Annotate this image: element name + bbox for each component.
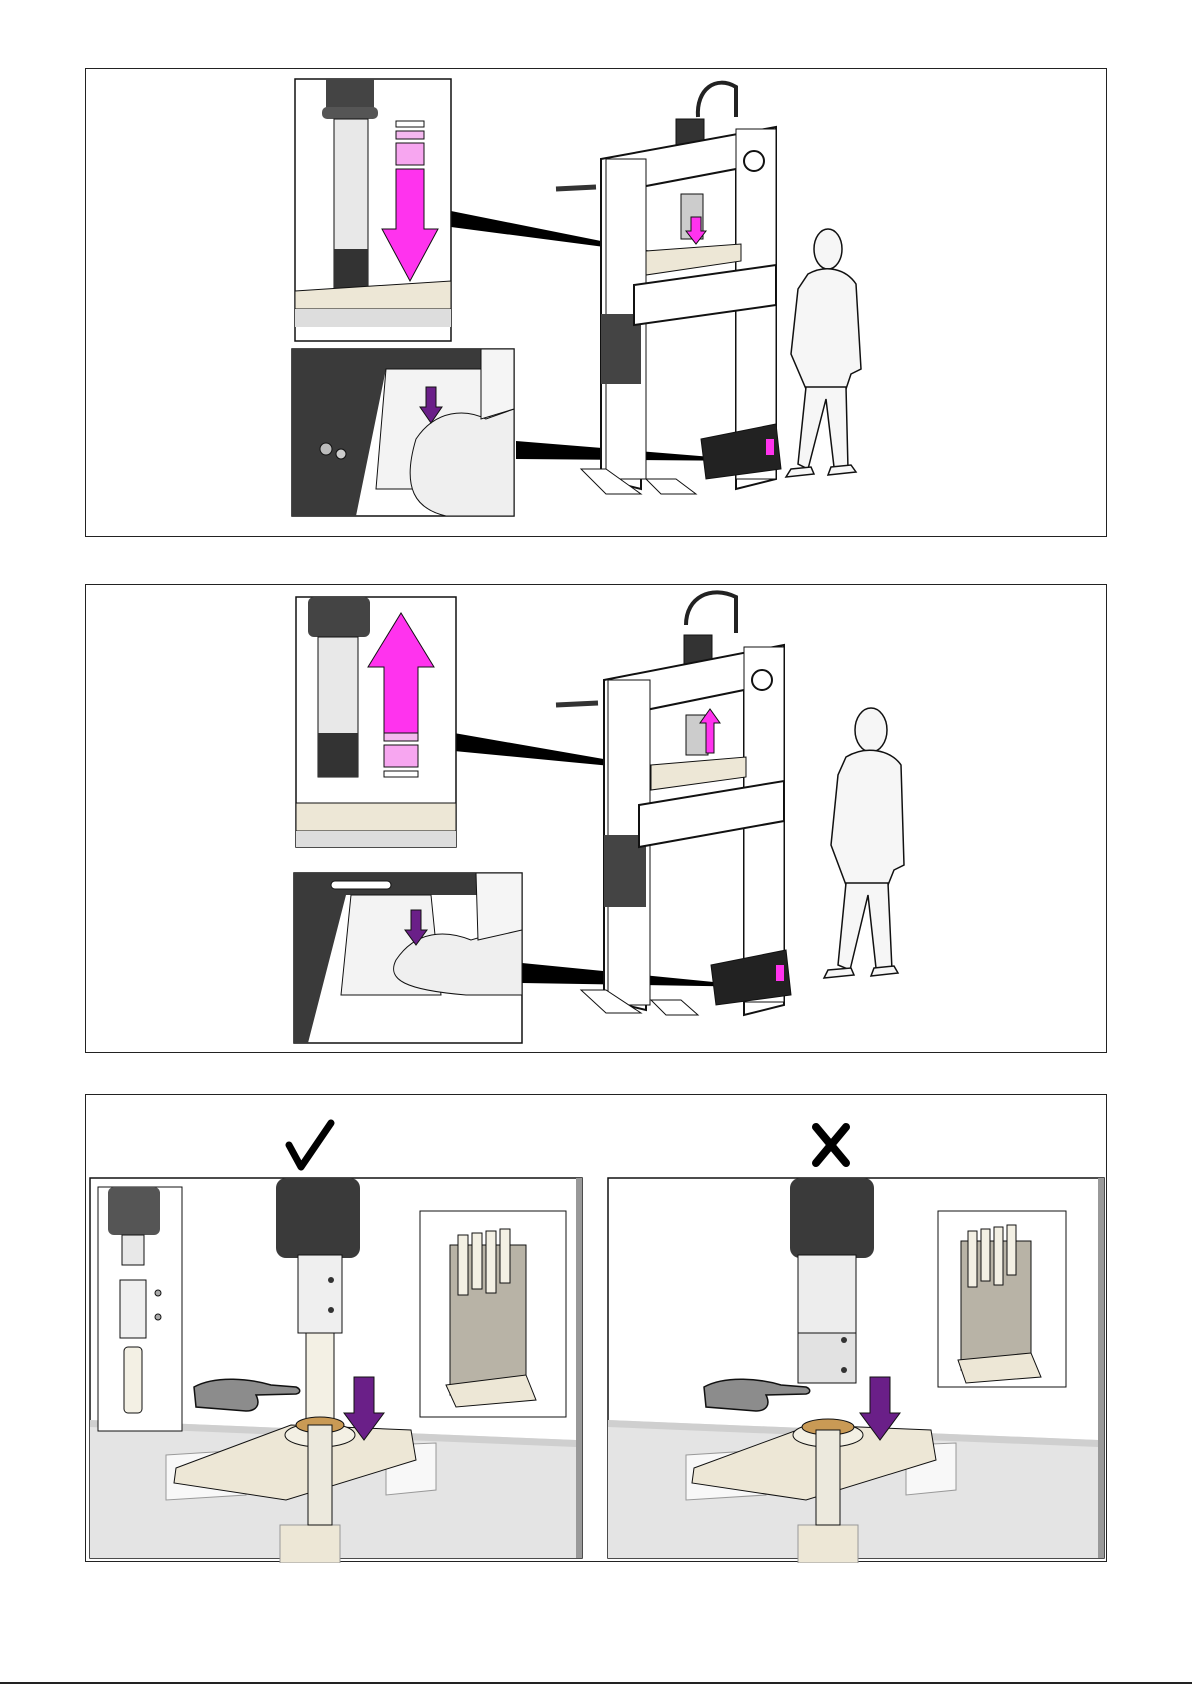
- zoom-inset-foot-pedal: [292, 349, 514, 516]
- illustration-setup-comparison: [85, 1094, 1107, 1562]
- zoom-inset-piston-down: [295, 79, 451, 341]
- operator-figure: [786, 229, 861, 477]
- illustration-press-down: [85, 68, 1107, 537]
- illustration-press-up: [85, 584, 1107, 1053]
- correct-setup-view: [90, 1178, 582, 1563]
- hydraulic-press: [556, 83, 781, 494]
- wrong-setup-view: [608, 1178, 1104, 1563]
- zoom-inset-piston-up: [296, 597, 456, 847]
- tool-rack-inset: [420, 1211, 566, 1417]
- page-bottom-rule: [0, 1682, 1192, 1684]
- tool-exploded-inset: [98, 1187, 182, 1431]
- tool-rack-inset: [938, 1211, 1066, 1387]
- operator-figure: [824, 708, 904, 978]
- cross-mark-icon: [816, 1127, 846, 1163]
- hydraulic-press: [556, 592, 791, 1015]
- zoom-inset-foot-pedal-release: [294, 873, 522, 1043]
- check-mark-icon: [289, 1123, 331, 1167]
